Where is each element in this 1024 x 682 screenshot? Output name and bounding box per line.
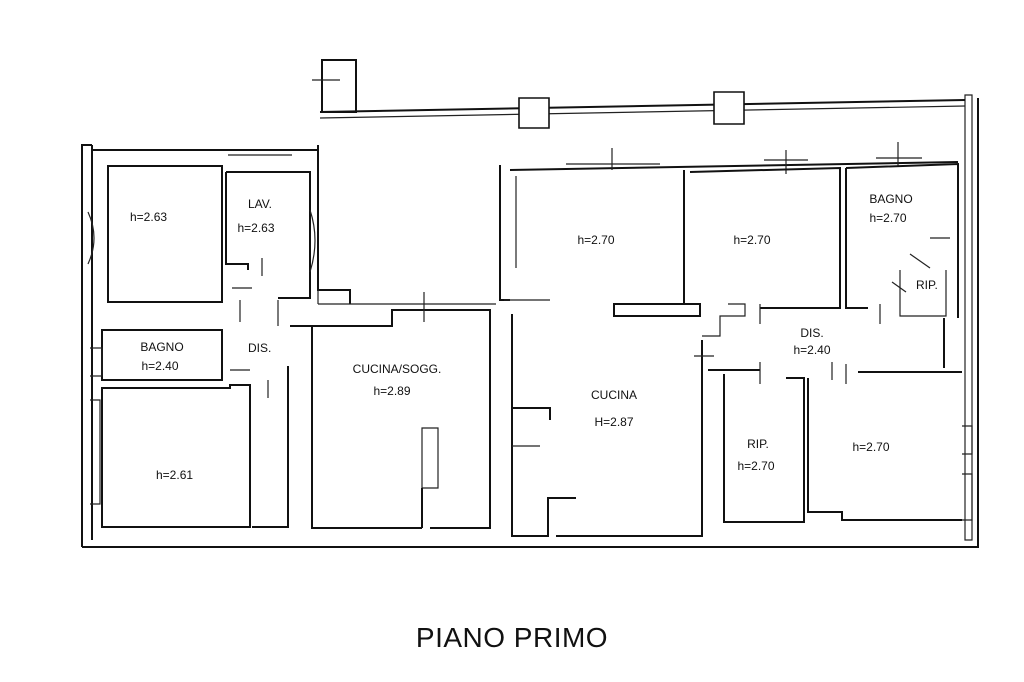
dis-w-name: DIS.: [248, 341, 272, 355]
lav-height: h=2.63: [237, 221, 275, 235]
room-c1-height: h=2.70: [577, 233, 615, 247]
lav-name: LAV.: [247, 197, 273, 211]
rip-s-name: RIP.: [747, 437, 769, 451]
room-se-height: h=2.70: [852, 440, 890, 454]
left-wing-walls: [87, 145, 496, 529]
rip-s-height: h=2.70: [737, 459, 775, 473]
room-nw-height: h=2.63: [130, 210, 168, 224]
room-c2-height: h=2.70: [733, 233, 771, 247]
cucina-sogg-name: CUCINA/SOGG.: [352, 362, 442, 376]
plan-title: PIANO PRIMO: [415, 622, 609, 653]
cucina-sogg-height: h=2.89: [373, 384, 411, 398]
dis-e-name: DIS.: [800, 326, 824, 340]
cucina-height: H=2.87: [594, 415, 634, 429]
bagno-e-height: h=2.70: [869, 211, 907, 225]
rip-ne-name: RIP.: [916, 278, 938, 292]
exterior-walls: [81, 59, 979, 548]
room-sw-height: h=2.61: [156, 468, 194, 482]
bagno-w-name: BAGNO: [140, 340, 184, 354]
bagno-e-name: BAGNO: [869, 192, 913, 206]
bagno-w-height: h=2.40: [141, 359, 179, 373]
cucina-name: CUCINA: [590, 388, 638, 402]
dis-e-height: h=2.40: [793, 343, 831, 357]
right-wing-walls: [499, 142, 973, 537]
